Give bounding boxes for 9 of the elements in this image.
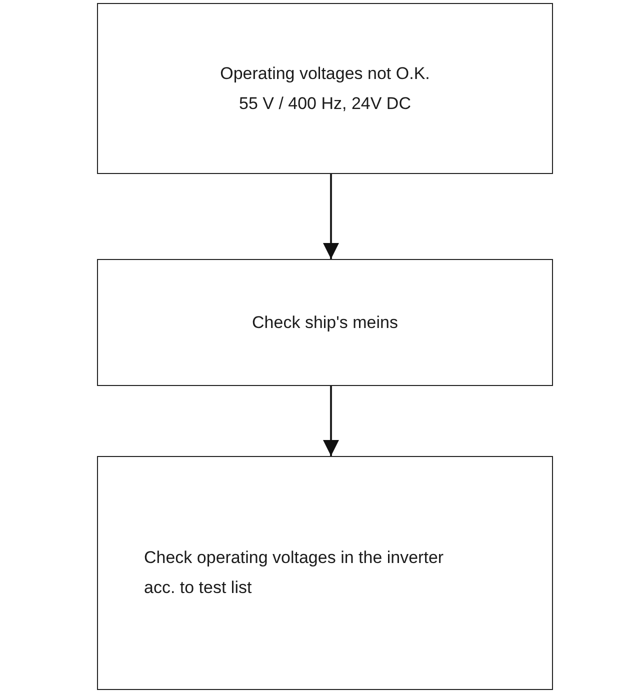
arrow bbox=[323, 386, 339, 456]
process-box bbox=[97, 259, 553, 386]
arrow bbox=[323, 174, 339, 259]
box-text: Operating voltages not O.K. bbox=[220, 62, 430, 84]
process-box bbox=[97, 456, 553, 690]
process-box bbox=[97, 3, 553, 174]
box-text: Check ship's meins bbox=[252, 312, 398, 334]
box-text: 55 V / 400 Hz, 24V DC bbox=[239, 92, 411, 114]
box-text: Check operating voltages in the inverter acc. to test list bbox=[144, 547, 444, 599]
